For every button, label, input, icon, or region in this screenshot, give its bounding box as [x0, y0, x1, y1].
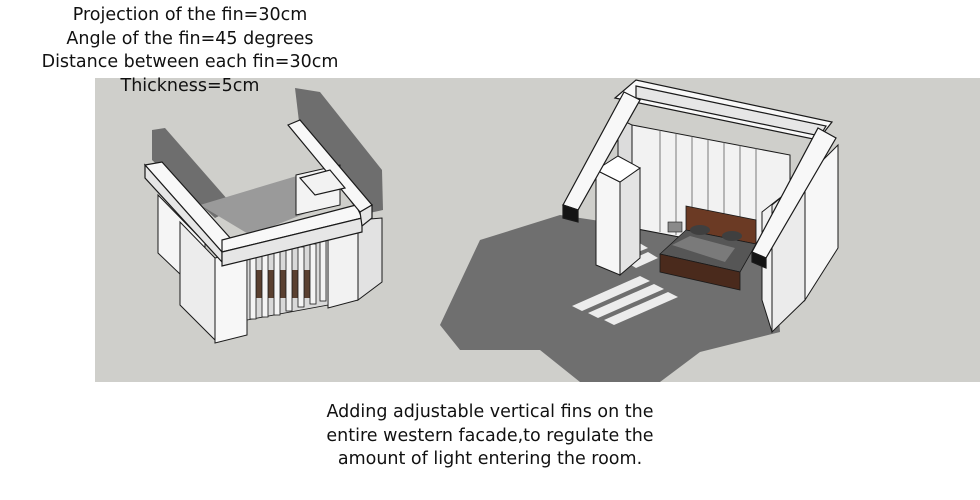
right-room-model — [440, 79, 839, 382]
left-shadow-right — [295, 88, 383, 215]
spec-thickness: Thickness=5cm — [120, 75, 260, 96]
fin-specifications: Projection of the fin=30cm Angle of the … — [40, 4, 340, 98]
spec-distance: Distance between each fin=30cm — [41, 52, 339, 72]
design-caption: Adding adjustable vertical fins on the e… — [290, 401, 690, 472]
caption-line-1: Adding adjustable vertical fins on the — [326, 402, 654, 422]
left-vertical-fins — [249, 240, 327, 320]
right-roof-frame — [562, 79, 837, 269]
right-bed — [659, 205, 757, 291]
caption-line-3: amount of light entering the room. — [337, 449, 643, 469]
left-shadow-back — [152, 128, 235, 218]
model-scene — [95, 78, 980, 382]
right-light-stripes — [572, 241, 678, 325]
right-wardrobe-front — [595, 169, 621, 276]
caption-line-2: entire western facade,to regulate the — [326, 425, 654, 446]
right-wardrobe-side — [619, 167, 641, 277]
left-east-wall-side — [357, 217, 383, 301]
left-roof-frame — [143, 119, 373, 267]
spec-projection: Projection of the fin=30cm — [72, 5, 308, 25]
left-room-model — [143, 88, 383, 344]
spec-angle: Angle of the fin=45 degrees — [66, 28, 314, 49]
right-wardrobe-top — [594, 155, 641, 183]
